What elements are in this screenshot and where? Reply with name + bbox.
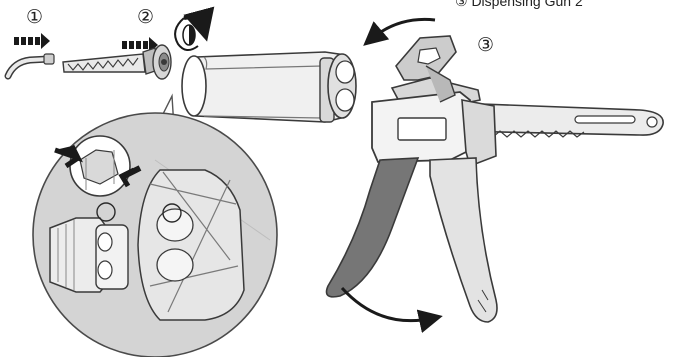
dual-cartridge — [181, 51, 357, 123]
gun-handle — [325, 157, 420, 298]
rotate-arrow-top — [363, 17, 436, 46]
detail-circle — [54, 135, 142, 197]
step1-dashed-arrow — [14, 33, 50, 49]
squeeze-arrow-bottom — [340, 286, 443, 333]
figure-caption: ③ Dispensing Gun 2 — [455, 0, 583, 9]
gun-body — [371, 35, 497, 168]
bent-tip — [4, 53, 55, 80]
plunger-rod — [454, 102, 664, 138]
step-3-label: ③ — [477, 35, 495, 56]
left-press-arrow — [54, 144, 83, 169]
static-mixer — [62, 44, 172, 80]
trigger-grip-lines — [477, 289, 489, 313]
rotate-cap-icon — [174, 6, 215, 51]
step-2-label: ② — [137, 7, 155, 28]
step-1-label: ① — [26, 7, 44, 28]
gun-trigger — [429, 157, 498, 323]
